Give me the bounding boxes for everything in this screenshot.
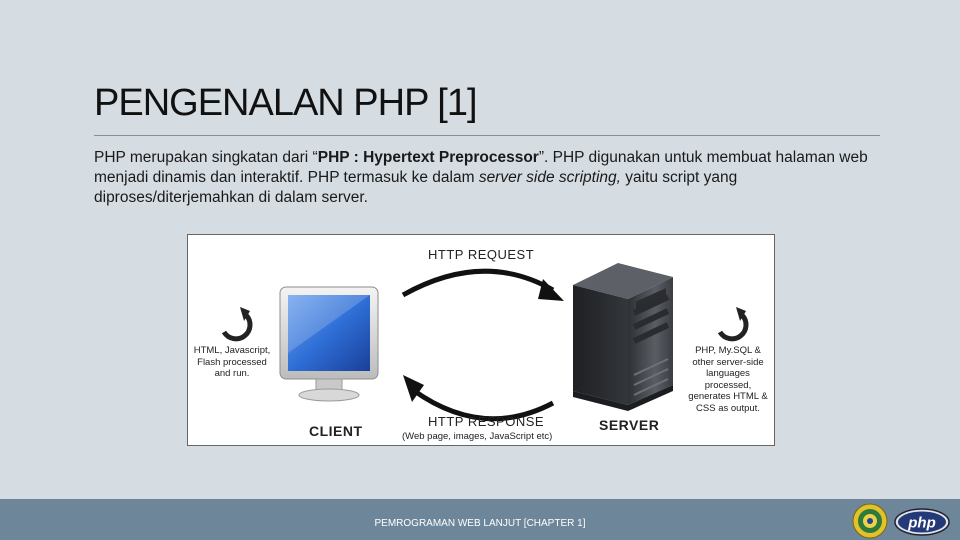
server-tower-icon: [573, 263, 673, 411]
server-note-line: processed,: [704, 379, 752, 391]
client-note-line: HTML, Javascript,: [193, 345, 271, 356]
php-logo-icon: php: [894, 508, 950, 536]
server-processing-note: PHP, My.SQL & other server-side language…: [682, 345, 774, 414]
client-processing-note: HTML, Javascript, Flash processed and ru…: [188, 345, 276, 380]
http-response-note: (Web page, images, JavaScript etc): [402, 431, 553, 442]
server-note-line: generates HTML &: [688, 391, 768, 402]
client-server-diagram: HTTP REQUEST HTTP RESPONSE (Web page, im…: [187, 234, 775, 446]
university-seal-logo-icon: [852, 503, 888, 539]
footer-bar: [0, 499, 960, 540]
client-label: CLIENT: [309, 423, 363, 439]
http-response-label: HTTP RESPONSE: [428, 414, 545, 429]
client-note-line: and run.: [214, 368, 250, 379]
php-logo-text: php: [907, 515, 936, 532]
footer-text: PEMROGRAMAN WEB LANJUT [CHAPTER 1]: [374, 518, 586, 529]
client-monitor-icon: [279, 286, 379, 402]
paragraph-bold-term: PHP : Hypertext Preprocessor: [317, 149, 539, 166]
server-note-line: CSS as output.: [696, 402, 760, 414]
slide-title: PENGENALAN PHP [1]: [94, 82, 478, 124]
diagram-graphics: [221, 263, 749, 422]
intro-paragraph: PHP merupakan singkatan dari “PHP : Hype…: [94, 148, 894, 208]
server-note-line: other server-side: [692, 356, 764, 368]
client-note-line: Flash processed: [197, 356, 267, 368]
request-arrow: [401, 268, 564, 301]
paragraph-end: yaitu script yang diproses/diterjemahkan…: [94, 169, 738, 206]
paragraph-intro: PHP merupakan singkatan dari “: [94, 149, 318, 166]
server-note-line: PHP, My.SQL &: [695, 345, 761, 356]
http-request-label: HTTP REQUEST: [428, 247, 535, 262]
response-arrow: [403, 375, 555, 422]
paragraph-italic-term: server side scripting,: [478, 169, 621, 186]
server-label: SERVER: [599, 417, 660, 433]
server-note-line: languages: [706, 368, 750, 379]
client-refresh-icon: [221, 307, 253, 342]
title-divider: [94, 135, 880, 136]
paragraph-middle: ”. PHP digunakan untuk membuat halaman w…: [94, 149, 868, 186]
server-refresh-icon: [717, 307, 749, 342]
